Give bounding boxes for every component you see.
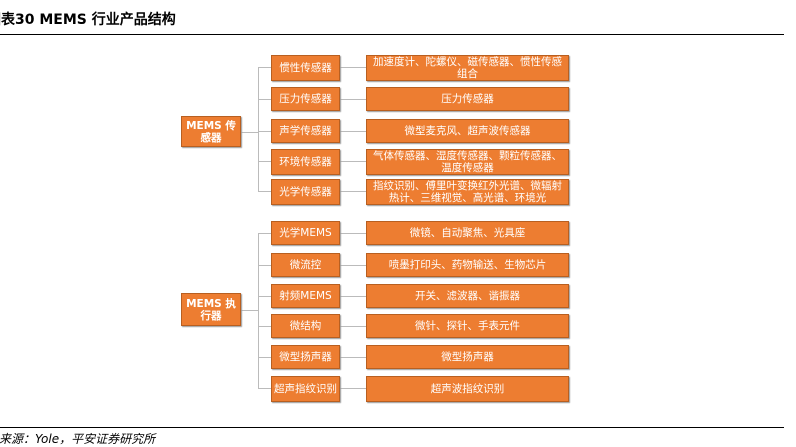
bottom-divider <box>0 427 784 428</box>
connector <box>340 388 366 389</box>
connector <box>241 131 259 133</box>
connector <box>258 357 271 358</box>
category-node: 微流控 <box>271 253 340 277</box>
connector <box>258 388 271 389</box>
connector <box>340 296 366 297</box>
root-node: MEMS 执行器 <box>181 293 241 326</box>
detail-node: 开关、滤波器、谐振器 <box>366 284 569 308</box>
connector <box>258 67 271 68</box>
connector <box>258 233 259 388</box>
figure-title: 图表30 MEMS 行业产品结构 <box>0 12 176 28</box>
connector <box>340 161 366 162</box>
detail-node: 超声波指纹识别 <box>366 376 569 402</box>
top-divider <box>0 34 784 35</box>
connector <box>258 99 271 100</box>
category-node: 微型扬声器 <box>271 345 340 369</box>
category-node: 光学MEMS <box>271 221 340 245</box>
root-node: MEMS 传感器 <box>181 116 241 147</box>
connector <box>340 131 366 132</box>
category-node: 声学传感器 <box>271 119 340 143</box>
connector <box>340 265 366 266</box>
detail-node: 压力传感器 <box>366 87 569 111</box>
connector <box>258 161 271 162</box>
category-node: 微结构 <box>271 314 340 338</box>
detail-node: 微针、探针、手表元件 <box>366 314 569 338</box>
connector <box>340 99 366 100</box>
detail-node: 加速度计、陀螺仪、磁传感器、惯性传感组合 <box>366 55 569 81</box>
connector <box>258 233 271 234</box>
category-node: 环境传感器 <box>271 149 340 175</box>
connector <box>340 191 366 192</box>
connector <box>258 265 271 266</box>
connector <box>258 326 271 327</box>
category-node: 惯性传感器 <box>271 55 340 81</box>
connector <box>241 309 259 311</box>
connector <box>340 67 366 68</box>
category-node: 射频MEMS <box>271 284 340 308</box>
connector <box>258 67 259 191</box>
connector <box>340 357 366 358</box>
connector <box>340 326 366 327</box>
category-node: 压力传感器 <box>271 87 340 111</box>
detail-node: 气体传感器、湿度传感器、颗粒传感器、温度传感器 <box>366 149 569 175</box>
connector <box>340 233 366 234</box>
detail-node: 微型扬声器 <box>366 345 569 369</box>
category-node: 超声指纹识别 <box>271 376 340 402</box>
detail-node: 指纹识别、傅里叶变换红外光谱、微辐射热计、三维视觉、高光谱、环境光 <box>366 179 569 205</box>
connector <box>258 191 271 192</box>
category-node: 光学传感器 <box>271 179 340 205</box>
connector <box>258 131 271 132</box>
source-note: 资料来源：Yole，平安证券研究所 <box>0 432 156 446</box>
detail-node: 喷墨打印头、药物输送、生物芯片 <box>366 253 569 277</box>
detail-node: 微型麦克风、超声波传感器 <box>366 119 569 143</box>
connector <box>258 296 271 297</box>
detail-node: 微镜、自动聚焦、光具座 <box>366 221 569 245</box>
